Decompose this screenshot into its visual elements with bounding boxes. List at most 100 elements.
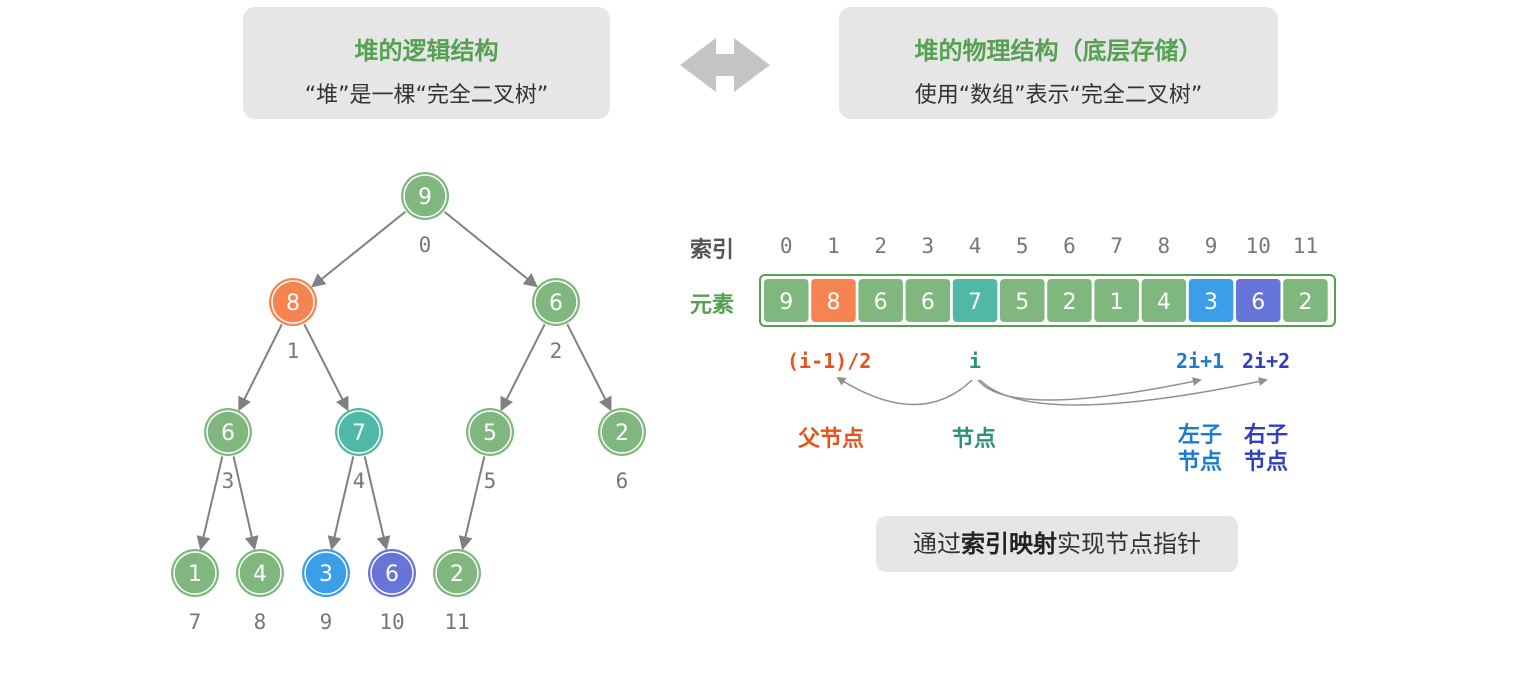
tree-edge — [232, 456, 259, 551]
tree-node-circle — [401, 172, 449, 220]
curve-to-parent — [836, 377, 973, 406]
array-cell-value: 4 — [1157, 290, 1171, 315]
tree-node-value: 1 — [188, 562, 202, 587]
right-child-role-line1: 右子 — [1244, 423, 1289, 448]
tree-node-index: 9 — [320, 610, 333, 634]
element-row-label: 元素 — [690, 293, 735, 318]
tree-node: 6 10 — [368, 549, 416, 634]
tree-edge — [500, 323, 546, 412]
tree-node-ring — [403, 174, 447, 218]
tree-node-index: 0 — [419, 233, 432, 257]
left-child-role-line2: 节点 — [1178, 450, 1223, 475]
tree-node-ring — [173, 551, 217, 595]
tree-node-ring — [600, 410, 644, 454]
tree-node-value: 8 — [286, 291, 300, 316]
array-index: 3 — [922, 234, 935, 258]
tree-edge — [363, 456, 391, 551]
tree-node-index: 6 — [616, 469, 629, 493]
tree-node: 63 — [204, 408, 252, 493]
tree-node-circle — [204, 408, 252, 456]
array-index: 8 — [1158, 234, 1171, 258]
tree-node-ring — [337, 410, 381, 454]
tree-node: 55 — [466, 408, 514, 493]
parent-role-label: 父节点 — [798, 427, 865, 452]
tree-node-index: 7 — [189, 610, 202, 634]
array-cell — [905, 279, 951, 322]
tree-edge — [327, 456, 355, 551]
tree-node: 90 — [401, 172, 449, 257]
tree-node-value: 6 — [385, 562, 399, 587]
tree-node: 39 — [302, 549, 350, 634]
node-role-label: 节点 — [952, 427, 997, 452]
tree-node-index: 5 — [484, 469, 497, 493]
array-index: 11 — [1293, 234, 1318, 258]
tree-node-index: 4 — [353, 469, 366, 493]
tree-node-index: 3 — [222, 469, 235, 493]
array-cell — [1236, 279, 1281, 322]
array-cell-value: 3 — [1204, 290, 1218, 315]
tree-node-ring — [206, 410, 250, 454]
physical-structure-subtitle: 使用“数组”表示“完全二叉树” — [914, 83, 1203, 108]
tree-edge — [311, 210, 407, 288]
tree-node-ring — [304, 551, 348, 595]
tree-node-value: 7 — [352, 421, 366, 446]
tree-node-ring — [435, 551, 479, 595]
caption-bold: 索引映射 — [961, 530, 1057, 558]
tree-node: 48 — [236, 549, 284, 634]
tree-node-ring — [271, 280, 315, 324]
tree-node-value: 5 — [483, 421, 497, 446]
tree-node-circle — [335, 408, 383, 456]
tree-node-index: 1 — [287, 339, 300, 363]
curve-to-left-child — [977, 377, 1202, 401]
tree-node-circle — [532, 278, 580, 326]
tree-node-ring — [534, 280, 578, 324]
tree-node: 17 — [171, 549, 219, 634]
array-cell — [1000, 279, 1045, 322]
right-child-role-line2: 节点 — [1244, 450, 1289, 475]
array-index: 4 — [969, 234, 982, 258]
tree-node-value: 4 — [253, 562, 267, 587]
logical-structure-box: 堆的逻辑结构 “堆”是一棵“完全二叉树” — [243, 7, 610, 119]
array-cell — [858, 279, 903, 322]
curve-to-right-child — [979, 377, 1268, 406]
tree-edges — [196, 210, 612, 551]
tree-node-circle — [598, 408, 646, 456]
tree-edge — [196, 456, 224, 551]
tree-node-value: 3 — [319, 562, 333, 587]
parent-formula: (i-1)/2 — [787, 349, 872, 373]
tree-edge — [458, 456, 486, 551]
array-index: 1 — [827, 234, 840, 258]
physical-structure-box: 堆的物理结构（底层存储） 使用“数组”表示“完全二叉树” — [839, 7, 1278, 119]
tree-edge — [443, 210, 538, 288]
tree-node-index: 2 — [550, 339, 563, 363]
tree-node-ring — [238, 551, 282, 595]
tree-node-value: 6 — [549, 291, 563, 316]
array-cell-value: 2 — [1298, 290, 1312, 315]
array-cell — [952, 279, 998, 322]
array-index: 9 — [1205, 234, 1218, 258]
array-cell-value: 8 — [826, 290, 840, 315]
array-index: 6 — [1063, 234, 1076, 258]
tree-node-index: 10 — [379, 610, 404, 634]
array-index: 7 — [1110, 234, 1123, 258]
array-cell-value: 6 — [921, 290, 935, 315]
tree-node-value: 9 — [418, 185, 432, 210]
array-cell-value: 2 — [1062, 290, 1076, 315]
tree-node-circle — [302, 549, 350, 597]
tree-node-ring — [468, 410, 512, 454]
left-child-role-line1: 左子 — [1178, 423, 1223, 448]
array-index: 5 — [1016, 234, 1029, 258]
caption-post: 实现节点指针 — [1057, 530, 1201, 558]
tree-node-circle — [368, 549, 416, 597]
array-index: 2 — [874, 234, 887, 258]
tree-node-circle — [433, 549, 481, 597]
array-cell — [764, 279, 809, 322]
logical-structure-subtitle: “堆”是一棵“完全二叉树” — [304, 83, 549, 108]
array-cell — [1188, 279, 1234, 322]
array-index: 10 — [1246, 234, 1271, 258]
array-cell-value: 6 — [874, 290, 888, 315]
